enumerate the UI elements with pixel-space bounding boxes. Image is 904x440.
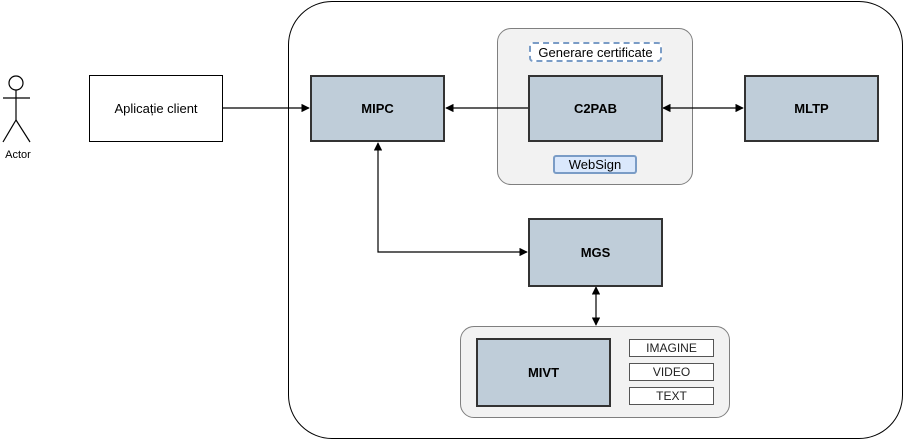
mipc-label: MIPC [361, 101, 394, 116]
media-type-label: IMAGINE [646, 341, 697, 355]
c2pab-module[interactable]: C2PAB [528, 75, 663, 142]
websign-label: WebSign [568, 157, 622, 172]
actor-label: Actor [5, 149, 31, 161]
mgs-label: MGS [580, 245, 611, 260]
mltp-label: MLTP [794, 101, 829, 116]
media-type-text: TEXT [629, 387, 714, 405]
media-type-imagine: IMAGINE [629, 339, 714, 357]
media-type-label: VIDEO [652, 365, 691, 379]
client-app-label: Aplicație client [114, 101, 198, 116]
client-app-box[interactable]: Aplicație client [89, 75, 223, 142]
media-type-label: TEXT [656, 389, 687, 403]
mltp-module[interactable]: MLTP [744, 75, 879, 142]
mivt-label: MIVT [527, 365, 560, 380]
mipc-module[interactable]: MIPC [310, 75, 445, 142]
mgs-module[interactable]: MGS [528, 218, 663, 287]
websign-tag: WebSign [553, 155, 637, 174]
edge-mipc-mgs [373, 142, 528, 257]
generare-certificate-label: Generare certificate [538, 44, 653, 60]
c2pab-label: C2PAB [573, 101, 618, 116]
mivt-module[interactable]: MIVT [476, 338, 611, 407]
media-type-video: VIDEO [629, 363, 714, 381]
generare-certificate-tag: Generare certificate [529, 42, 662, 62]
actor-icon [2, 75, 31, 143]
